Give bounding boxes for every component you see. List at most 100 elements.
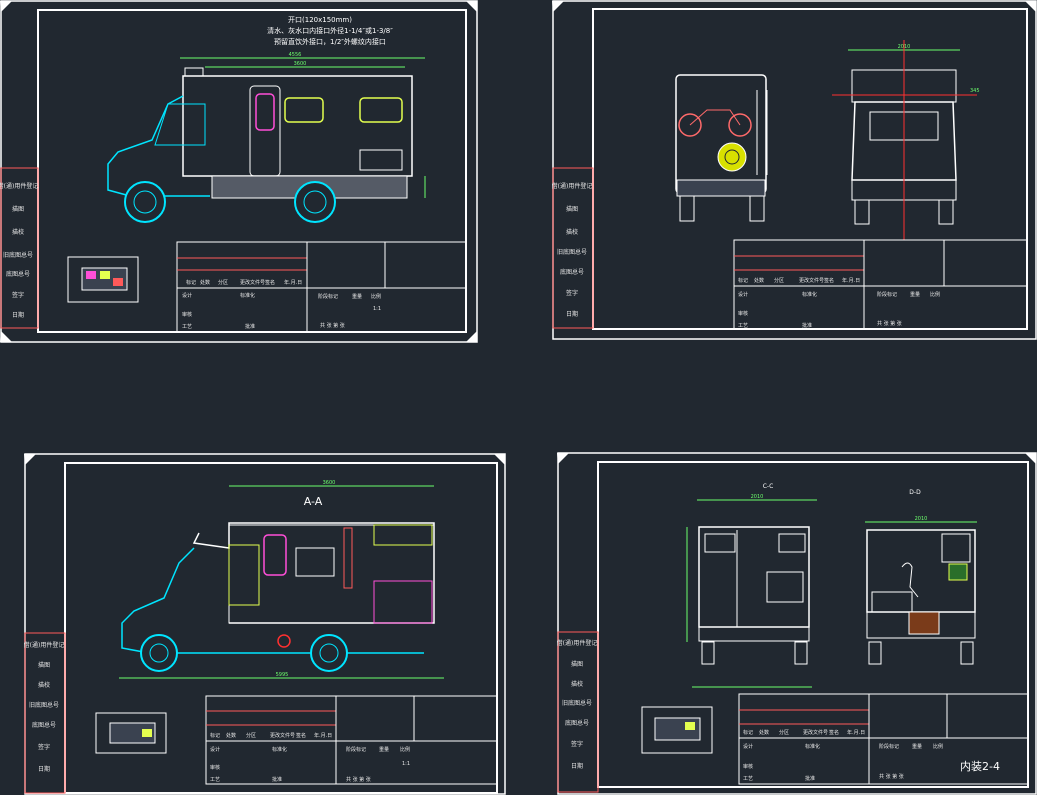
svg-text:批准: 批准 — [245, 323, 255, 330]
section-title: A-A — [304, 495, 323, 508]
side-label-item: 借(通)用件登记 — [552, 182, 592, 190]
svg-text:更改文件号: 更改文件号 — [270, 732, 295, 739]
side-label-item: 签字 — [12, 291, 24, 299]
svg-text:标准化: 标准化 — [802, 291, 817, 298]
svg-text:审核: 审核 — [210, 764, 220, 771]
side-label-column: 借(通)用件登记 描图 描校 旧底图总号 底图总号 签字 日期 — [0, 167, 39, 329]
svg-text:签名: 签名 — [265, 279, 275, 286]
side-label-item: 借(通)用件登记 — [0, 182, 38, 190]
svg-text:处数: 处数 — [754, 277, 764, 284]
drawing-sheet-section-a: A-A 3600 5995 借(通)用件登记 — [24, 453, 506, 795]
svg-text:标记: 标记 — [743, 729, 753, 736]
svg-text:更改文件号: 更改文件号 — [803, 729, 828, 736]
svg-text:处数: 处数 — [759, 729, 769, 736]
side-label-item: 描校 — [12, 228, 24, 236]
svg-text:审核: 审核 — [182, 311, 192, 318]
svg-text:标记: 标记 — [210, 732, 220, 739]
side-label-item: 旧底图总号 — [562, 699, 592, 707]
side-label-item: 描校 — [38, 681, 50, 689]
side-label-item: 借(通)用件登记 — [557, 639, 597, 647]
svg-text:更改文件号: 更改文件号 — [240, 279, 265, 286]
section-dd: 2010 — [865, 516, 977, 665]
side-label-item: 描图 — [38, 661, 50, 669]
note-line-2: 清水、灰水口内接口外径1-1/4″或1-3/8″ — [267, 26, 393, 35]
side-label-item: 日期 — [38, 765, 50, 773]
camper-section-a — [121, 522, 435, 672]
side-label-item: 描图 — [571, 660, 583, 668]
svg-text:设计: 设计 — [743, 743, 753, 750]
svg-text:比例: 比例 — [400, 746, 410, 753]
svg-text:工艺: 工艺 — [210, 777, 220, 783]
svg-text:审核: 审核 — [738, 310, 748, 317]
svg-text:年.月.日: 年.月.日 — [847, 729, 865, 736]
side-label-item: 签字 — [571, 740, 583, 748]
svg-text:阶段标记: 阶段标记 — [877, 291, 897, 298]
side-label-item: 底图总号 — [560, 268, 584, 276]
svg-text:重量: 重量 — [352, 293, 362, 300]
svg-text:3600: 3600 — [294, 61, 307, 67]
side-label-column: 借(通)用件登记 描图 描校 旧底图总号 底图总号 签字 日期 — [557, 631, 599, 793]
svg-text:工艺: 工艺 — [738, 323, 748, 329]
side-label-item: 日期 — [571, 762, 583, 770]
title-block: 标记 处数 分区 更改文件号 签名 年.月.日 设计 标准化 审核 工艺 批准 … — [738, 693, 1029, 785]
camper-side-exterior — [107, 67, 426, 223]
svg-text:标准化: 标准化 — [240, 292, 255, 299]
key-plan-thumbnail — [641, 706, 713, 754]
svg-text:设计: 设计 — [738, 291, 748, 298]
section-cc-title: C-C — [763, 483, 774, 490]
svg-text:分区: 分区 — [246, 732, 256, 739]
side-label-item: 签字 — [566, 289, 578, 297]
side-label-item: 描图 — [566, 205, 578, 213]
side-label-item: 旧底图总号 — [557, 248, 587, 256]
svg-text:工艺: 工艺 — [743, 776, 753, 782]
side-label-item: 日期 — [566, 310, 578, 318]
side-label-item: 旧底图总号 — [29, 701, 59, 709]
side-label-item: 日期 — [12, 311, 24, 319]
svg-text:签名: 签名 — [296, 732, 306, 739]
drawing-label: 内装2-4 — [960, 759, 1000, 773]
svg-text:处数: 处数 — [226, 732, 236, 739]
svg-text:批准: 批准 — [272, 776, 282, 783]
side-label-item: 底图总号 — [6, 270, 30, 278]
drawing-sheet-front-rear: 2010 345 借(通)用件登记 描图 描校 旧底图总号 底图总号 签字 日期 — [552, 0, 1037, 340]
svg-text:分区: 分区 — [779, 729, 789, 736]
side-label-column: 借(通)用件登记 描图 描校 旧底图总号 底图总号 签字 日期 — [24, 632, 66, 794]
rear-elevation — [675, 74, 768, 222]
svg-text:年.月.日: 年.月.日 — [314, 732, 332, 739]
svg-text:重量: 重量 — [912, 743, 922, 750]
side-label-item: 旧底图总号 — [3, 251, 33, 259]
svg-text:批准: 批准 — [802, 322, 812, 329]
side-label-item: 借(通)用件登记 — [24, 641, 64, 649]
side-label-item: 描图 — [12, 205, 24, 213]
svg-text:设计: 设计 — [182, 292, 192, 299]
svg-text:标记: 标记 — [186, 279, 196, 286]
svg-text:比例: 比例 — [930, 291, 940, 298]
svg-text:更改文件号: 更改文件号 — [799, 277, 824, 284]
drawing-sheet-section-cd: C-C D-D 2010 2010 — [557, 452, 1037, 795]
side-label-item: 描校 — [566, 228, 578, 236]
svg-text:批准: 批准 — [805, 775, 815, 782]
svg-text:年.月.日: 年.月.日 — [842, 277, 860, 284]
svg-text:2010: 2010 — [915, 516, 928, 522]
svg-text:2010: 2010 — [751, 494, 764, 500]
section-cc: 2010 — [686, 494, 817, 688]
key-plan-thumbnail — [95, 712, 167, 754]
svg-text:阶段标记: 阶段标记 — [318, 293, 338, 300]
svg-text:比例: 比例 — [933, 743, 943, 750]
svg-text:签名: 签名 — [824, 277, 834, 284]
svg-text:分区: 分区 — [774, 277, 784, 284]
svg-text:阶段标记: 阶段标记 — [879, 743, 899, 750]
svg-text:标记: 标记 — [738, 277, 748, 284]
front-elevation: 2010 345 — [832, 40, 980, 240]
svg-text:签名: 签名 — [829, 729, 839, 736]
side-label-item: 底图总号 — [565, 719, 589, 727]
sheet-section-cd-canvas: C-C D-D 2010 2010 — [557, 452, 1037, 795]
sheet-side-exterior-canvas: 开口(120x150mm) 清水、灰水口内接口外径1-1/4″或1-3/8″ 预… — [0, 0, 478, 343]
svg-text:处数: 处数 — [200, 279, 210, 286]
svg-text:共 张 第 张: 共 张 第 张 — [877, 320, 902, 327]
svg-text:共 张 第 张: 共 张 第 张 — [879, 773, 904, 780]
svg-text:重量: 重量 — [910, 291, 920, 298]
sheet-section-a-canvas: A-A 3600 5995 借(通)用件登记 — [24, 453, 506, 795]
title-block: 标记 处数 分区 更改文件号 签名 年.月.日 设计 标准化 审核 工艺 批准 … — [205, 695, 498, 785]
svg-text:5995: 5995 — [276, 672, 289, 678]
